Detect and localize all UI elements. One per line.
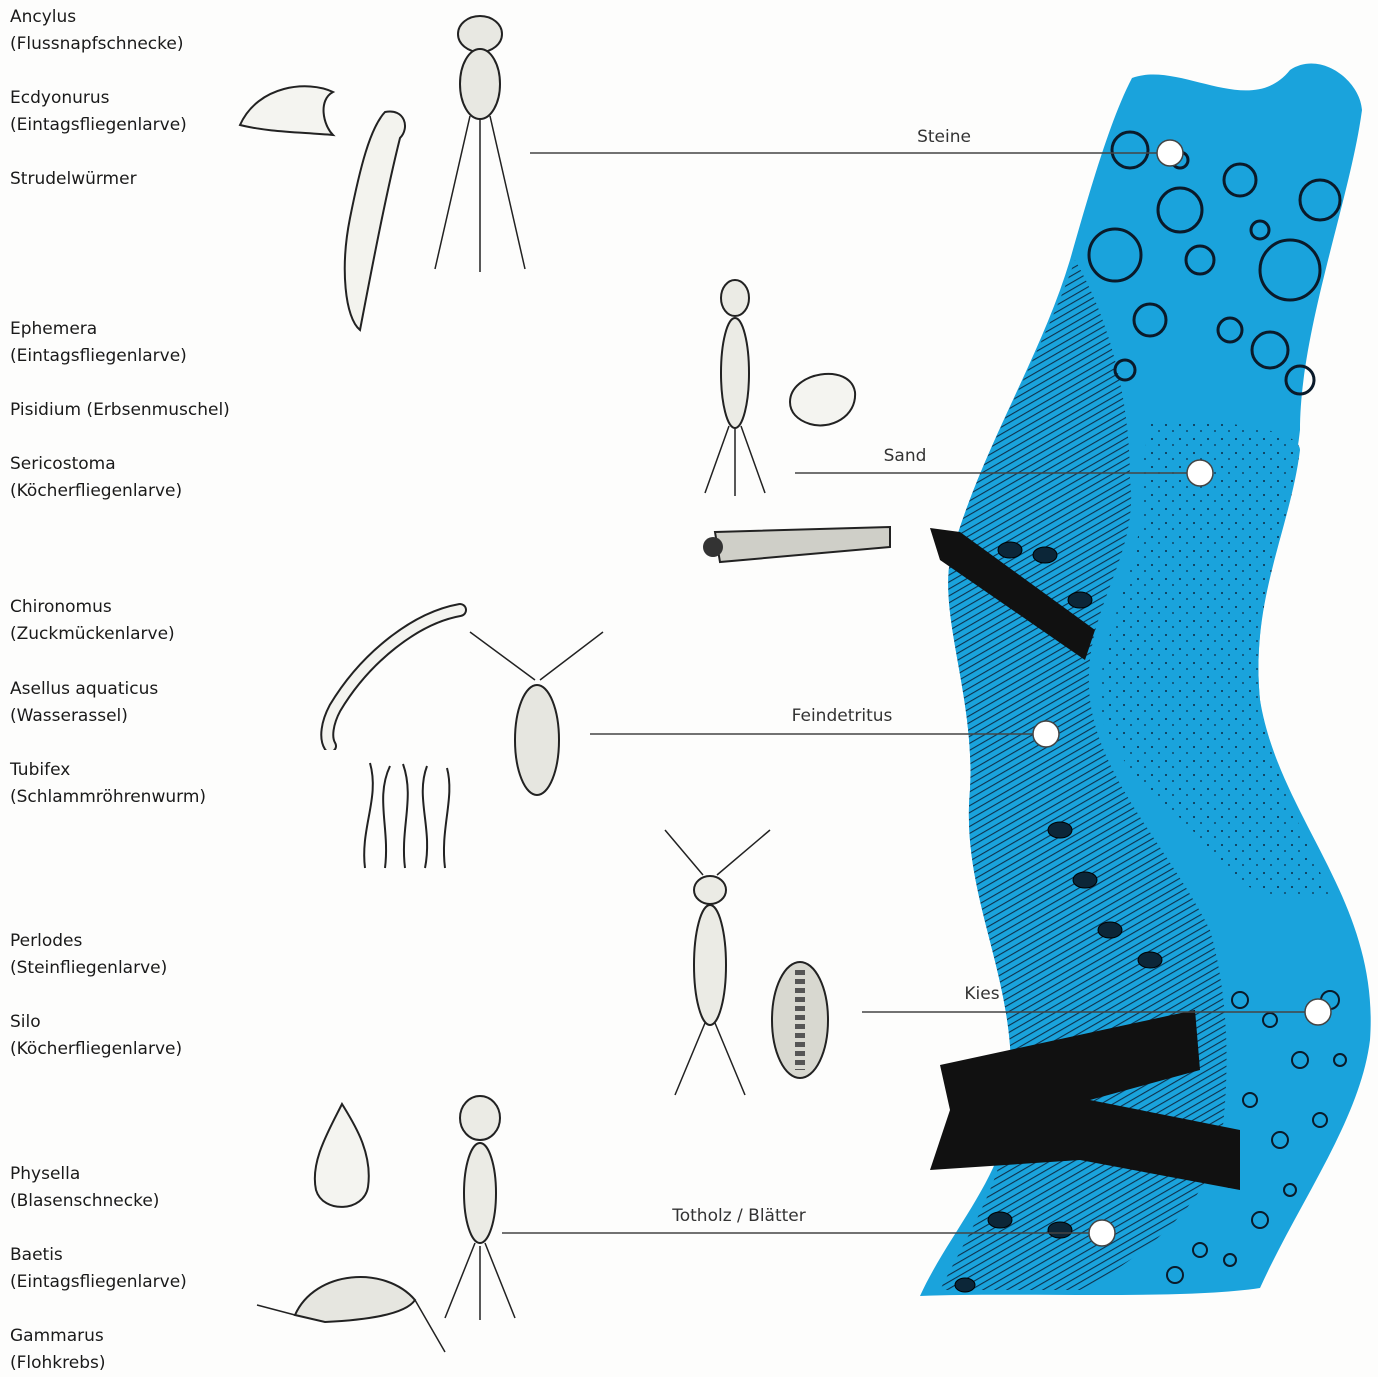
species-ancylus: Ancylus (Flussnapfschnecke) xyxy=(10,4,183,58)
species-common-name: (Schlammröhrenwurm) xyxy=(10,784,206,811)
substrate-label-steine: Steine xyxy=(917,127,971,147)
species-tubifex: Tubifex (Schlammröhrenwurm) xyxy=(10,757,206,811)
species-common-name: (Flohkrebs) xyxy=(10,1350,106,1377)
flatworm-icon xyxy=(330,108,420,333)
species-baetis: Baetis (Eintagsfliegenlarve) xyxy=(10,1242,187,1296)
chironomus-larva-icon xyxy=(315,598,470,750)
sericostoma-case-icon xyxy=(695,512,895,567)
species-name: Physella xyxy=(10,1161,159,1188)
species-name: Sericostoma xyxy=(10,451,182,478)
species-perlodes: Perlodes (Steinfliegenlarve) xyxy=(10,928,167,982)
substrate-label-sand: Sand xyxy=(884,446,927,466)
species-common-name: (Wasserassel) xyxy=(10,703,158,730)
species-common-name: (Eintagsfliegenlarve) xyxy=(10,343,187,370)
tubifex-worms-icon xyxy=(355,758,465,878)
species-ecdyonurus: Ecdyonurus (Eintagsfliegenlarve) xyxy=(10,85,187,139)
species-name: Silo xyxy=(10,1009,182,1036)
substrate-label-feindetritus: Feindetritus xyxy=(792,706,893,726)
species-name: Gammarus xyxy=(10,1323,106,1350)
asellus-isopod-icon xyxy=(465,630,605,805)
species-ephemera: Ephemera (Eintagsfliegenlarve) xyxy=(10,316,187,370)
species-name: Tubifex xyxy=(10,757,206,784)
species-common-name: (Köcherfliegenlarve) xyxy=(10,478,182,505)
pisidium-mussel-icon xyxy=(785,362,860,432)
species-name: Pisidium (Erbsenmuschel) xyxy=(10,397,230,424)
species-name: Ephemera xyxy=(10,316,187,343)
species-common-name: (Zuckmückenlarve) xyxy=(10,621,175,648)
species-name: Asellus aquaticus xyxy=(10,676,158,703)
substrate-label-kies: Kies xyxy=(964,984,999,1004)
species-pisidium: Pisidium (Erbsenmuschel) xyxy=(10,397,230,424)
species-strudelwuermer: Strudelwürmer xyxy=(10,166,137,193)
species-sericostoma: Sericostoma (Köcherfliegenlarve) xyxy=(10,451,182,505)
perlodes-larva-icon xyxy=(645,825,775,1100)
species-name: Baetis xyxy=(10,1242,187,1269)
species-silo: Silo (Köcherfliegenlarve) xyxy=(10,1009,182,1063)
species-common-name: (Steinfliegenlarve) xyxy=(10,955,167,982)
species-common-name: (Köcherfliegenlarve) xyxy=(10,1036,182,1063)
substrate-label-totholz-blaetter: Totholz / Blätter xyxy=(672,1206,806,1226)
gammarus-amphipod-icon xyxy=(255,1260,450,1355)
species-name: Ancylus xyxy=(10,4,183,31)
species-asellus: Asellus aquaticus (Wasserassel) xyxy=(10,676,158,730)
species-common-name: (Eintagsfliegenlarve) xyxy=(10,1269,187,1296)
physella-snail-icon xyxy=(308,1102,376,1217)
species-common-name: (Flussnapfschnecke) xyxy=(10,31,183,58)
species-name: Ecdyonurus xyxy=(10,85,187,112)
ecdyonurus-larva-icon xyxy=(425,4,535,274)
species-physella: Physella (Blasenschnecke) xyxy=(10,1161,159,1215)
silo-case-icon xyxy=(768,955,833,1085)
species-name: Strudelwürmer xyxy=(10,166,137,193)
species-common-name: (Eintagsfliegenlarve) xyxy=(10,112,187,139)
ephemera-larva-icon xyxy=(695,258,775,498)
ancylus-limpet-icon xyxy=(238,80,338,140)
species-name: Perlodes xyxy=(10,928,167,955)
species-gammarus: Gammarus (Flohkrebs) xyxy=(10,1323,106,1377)
species-name: Chironomus xyxy=(10,594,175,621)
species-common-name: (Blasenschnecke) xyxy=(10,1188,159,1215)
species-chironomus: Chironomus (Zuckmückenlarve) xyxy=(10,594,175,648)
